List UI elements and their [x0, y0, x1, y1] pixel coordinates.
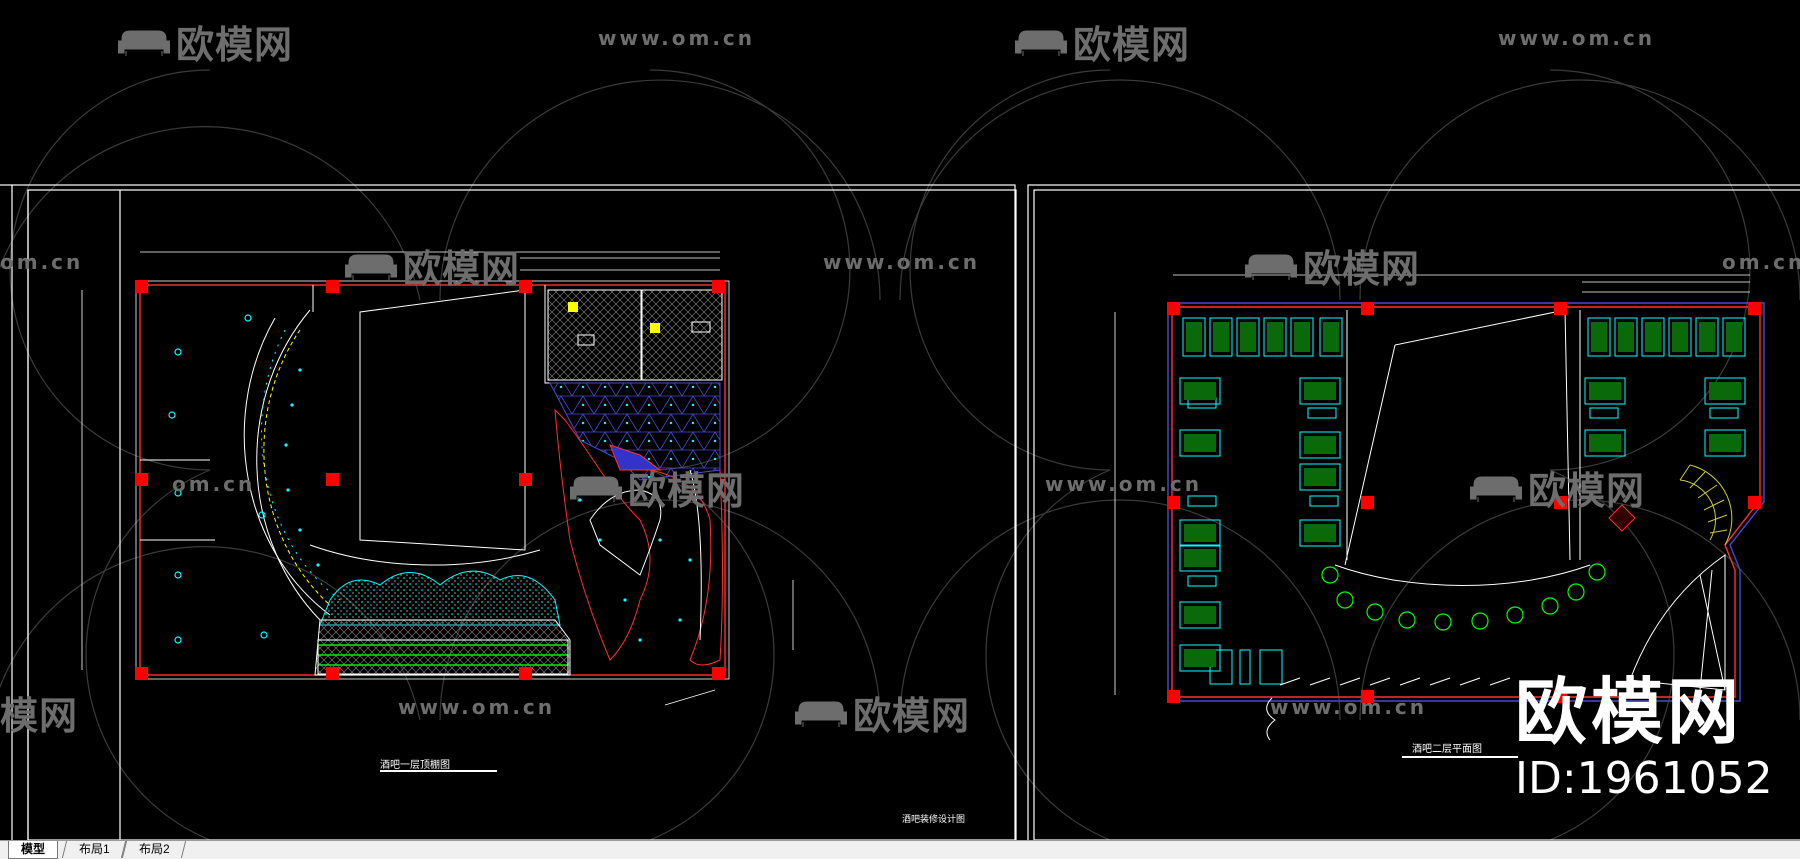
left-drawing-title: 酒吧一层顶棚图: [380, 760, 450, 771]
watermark-url-fragment: om.cn: [1722, 250, 1800, 274]
watermark-url: www.om.cn: [398, 695, 556, 719]
watermark-brand-text: 欧模网: [1528, 469, 1646, 513]
tab-layout-2[interactable]: 布局2: [121, 841, 187, 858]
watermark-brand-text: 模网: [0, 694, 79, 738]
watermark-url-fragment: om.cn: [172, 472, 256, 496]
right-plan-floor: [1114, 274, 1765, 758]
watermark-brand: 欧模网: [570, 460, 745, 515]
watermark-url: www.om.cn: [1045, 472, 1203, 496]
left-sheet-frame: [0, 184, 1017, 840]
watermark-url: www.om.cn: [1498, 26, 1656, 50]
sofa-logo-icon: [570, 476, 622, 502]
watermark-brand-text: 欧模网: [1073, 23, 1191, 67]
sofa-logo-icon: [345, 254, 397, 280]
id-badge-brand: 欧模网: [1515, 670, 1744, 754]
right-drawing-title: 酒吧二层平面图: [1412, 744, 1482, 755]
sofa-logo-icon: [1245, 254, 1297, 280]
sofa-logo-icon: [795, 701, 847, 727]
sofa-logo-icon: [1015, 30, 1067, 56]
watermark-brand-fragment: 模网: [0, 685, 78, 740]
watermark-brand-text: 欧模网: [176, 23, 294, 67]
tab-label: 布局2: [138, 842, 170, 856]
sheet-label: 酒吧装修设计图: [902, 815, 966, 825]
watermark-brand-text: 欧模网: [628, 469, 746, 513]
watermark-url-fragment: om.cn: [0, 250, 84, 274]
watermark-brand: 欧模网: [118, 14, 293, 69]
tab-layout-1[interactable]: 布局1: [61, 841, 127, 858]
id-badge-code: ID:1961052: [1515, 753, 1773, 804]
left-plan-ceiling: [81, 251, 794, 772]
watermark-url: www.om.cn: [823, 250, 981, 274]
sofa-logo-icon: [1470, 476, 1522, 502]
id-badge: 欧模网 ID:1961052: [1515, 672, 1773, 806]
watermark-brand-text: 欧模网: [1303, 247, 1421, 291]
watermark-brand: 欧模网: [1015, 14, 1190, 69]
tab-label: 布局1: [78, 842, 110, 856]
tab-model[interactable]: 模型: [8, 841, 58, 859]
watermark-brand: 欧模网: [345, 238, 520, 293]
watermark-brand: 欧模网: [1470, 460, 1645, 515]
watermark-brand-text: 欧模网: [853, 694, 971, 738]
model-space-canvas[interactable]: [0, 0, 1800, 840]
layout-tab-bar: 模型 布局1 布局2: [0, 840, 1800, 859]
watermark-brand: 欧模网: [795, 685, 970, 740]
right-sheet-frame: [1027, 184, 1800, 840]
watermark-brand: 欧模网: [1245, 238, 1420, 293]
sofa-logo-icon: [118, 30, 170, 56]
watermark-url: www.om.cn: [1270, 695, 1428, 719]
watermark-brand-text: 欧模网: [403, 247, 521, 291]
watermark-url: www.om.cn: [598, 26, 756, 50]
